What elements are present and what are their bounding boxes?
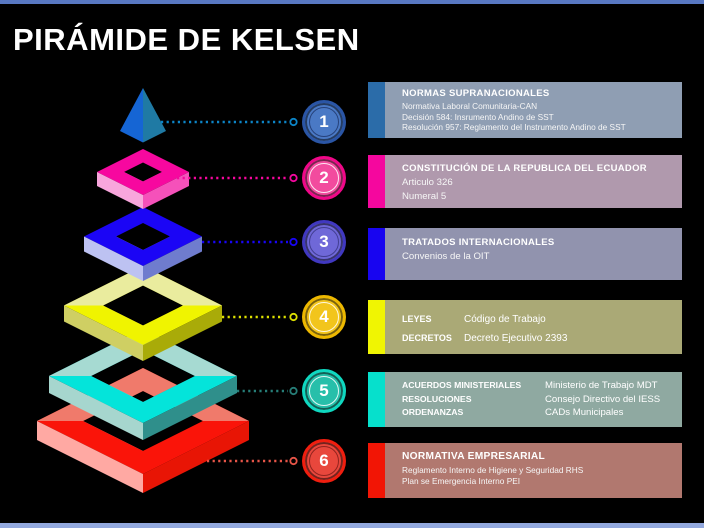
panel-title: NORMATIVA EMPRESARIAL [402,451,546,462]
bottom-border-strip [0,523,704,528]
page-title: PIRÁMIDE DE KELSEN [13,22,360,57]
panel-title: CONSTITUCIÓN DE LA REPUBLICA DEL ECUADOR [402,163,647,174]
panel-title: TRATADOS INTERNACIONALES [402,237,555,248]
level-circle-5: 5 [302,369,346,413]
connector-end-ring-3 [289,237,298,247]
level-panel-5: ACUERDOS MINISTERIALES Ministerio de Tra… [368,372,682,427]
level-panel-2: CONSTITUCIÓN DE LA REPUBLICA DEL ECUADOR… [368,155,682,208]
level-number: 2 [319,168,329,187]
frame-side-left [84,236,143,281]
level-number: 5 [319,381,329,400]
frame-side-left [64,305,143,361]
panel-content: NORMATIVA EMPRESARIAL Reglamento Interno … [385,443,682,498]
apex-face-right [143,88,166,143]
panel-content: ACUERDOS MINISTERIALES Ministerio de Tra… [385,372,682,427]
panel-accent-bar [368,372,385,427]
connector-end-ring-1 [289,117,298,127]
panel-row-value: Código de Trabajo [464,314,546,325]
level-panel-4: LEYES Código de Trabajo DECRETOS Decreto… [368,300,682,354]
panel-accent-bar [368,443,385,498]
panel-line: Resolución 957: Reglamento del Instrumen… [402,122,626,133]
frame-side-left [97,172,143,209]
frame-top-back-right [143,266,222,306]
panel-accent-bar [368,155,385,208]
level-panel-6: NORMATIVA EMPRESARIAL Reglamento Interno … [368,443,682,498]
frame-side-right [143,236,202,281]
panel-row-label: RESOLUCIONES [402,393,472,404]
level-circle-1: 1 [302,100,346,144]
panel-accent-bar [368,300,385,354]
panel-content: CONSTITUCIÓN DE LA REPUBLICA DEL ECUADOR… [385,155,682,208]
connector-end-ring-5 [289,386,298,396]
circle-inner-ring [309,163,339,193]
panel-row: LEYES Código de Trabajo [402,310,674,329]
pyramid-level-2-shape [97,149,189,209]
panel-row-value: Decreto Ejecutivo 2393 [464,333,568,344]
panel-row: ACUERDOS MINISTERIALES Ministerio de Tra… [402,379,674,393]
panel-line: Plan se Emergencia Interno PEI [402,475,521,486]
level-panel-3: TRATADOS INTERNACIONALES Convenios de la … [368,228,682,280]
panel-line: Reglamento Interno de Higiene y Segurida… [402,465,584,475]
level-number: 4 [319,307,329,326]
level-number: 3 [319,232,329,251]
panel-row-label: DECRETOS [402,333,452,343]
level-circle-3: 3 [302,220,346,264]
panel-row-label: ORDENANZAS [402,407,464,418]
frame-side-right [143,305,222,361]
pyramid-level-1-shape [120,88,166,143]
level-circle-2: 2 [302,156,346,200]
level-circle-4: 4 [302,295,346,339]
frame-side-right [143,172,189,209]
frame-side-right [143,421,249,493]
panel-row: RESOLUCIONES Consejo Directivo del IESS [402,393,674,407]
panel-row-value: Consejo Directivo del IESS [545,393,661,405]
connector-end-ring-2 [289,173,298,183]
panel-line: Numeral 5 [402,190,447,202]
panel-row-value: Ministerio de Trabajo MDT [545,380,658,391]
panel-row: DECRETOS Decreto Ejecutivo 2393 [402,329,674,348]
panel-content: TRATADOS INTERNACIONALES Convenios de la … [385,228,682,280]
panel-row: ORDENANZAS CADs Municipales [402,406,674,420]
frame-top-back-left [64,266,143,306]
panel-line: Decisión 584: Insrumento Andino de SST [402,111,554,122]
panel-line: Normativa Laboral Comunitaria-CAN [402,101,538,111]
connector-lines [161,117,298,466]
panel-row-label: ACUERDOS MINISTERIALES [402,380,522,390]
panel-line: Articulo 326 [402,177,453,188]
pyramid-level-3-shape [84,207,202,281]
frame-side-right [143,376,237,440]
pyramid-level-4-shape [64,266,222,361]
panel-accent-bar [368,82,385,138]
connector-end-ring-4 [289,312,298,322]
panel-content: LEYES Código de Trabajo DECRETOS Decreto… [385,300,682,354]
circle-inner-ring [309,376,339,406]
connector-end-ring-6 [289,456,298,466]
circle-inner-ring [309,302,339,332]
frame-side-left [49,376,143,440]
circle-inner-ring [309,446,339,476]
circle-inner-ring [309,107,339,137]
panel-line: Convenios de la OIT [402,251,490,262]
level-number: 1 [319,112,329,131]
pyramid-level-5-shape [49,329,237,440]
frame-side-left [37,421,143,493]
level-panel-1: NORMAS SUPRANACIONALES Normativa Laboral … [368,82,682,138]
panel-row-value: CADs Municipales [545,407,624,419]
top-border-strip [0,0,704,4]
panel-content: NORMAS SUPRANACIONALES Normativa Laboral … [385,82,682,138]
panel-title: NORMAS SUPRANACIONALES [402,88,550,99]
panel-row-label: LEYES [402,314,432,324]
panel-accent-bar [368,228,385,280]
level-circle-6: 6 [302,439,346,483]
circle-inner-ring [309,227,339,257]
apex-face-left [120,88,143,143]
level-number: 6 [319,451,329,470]
